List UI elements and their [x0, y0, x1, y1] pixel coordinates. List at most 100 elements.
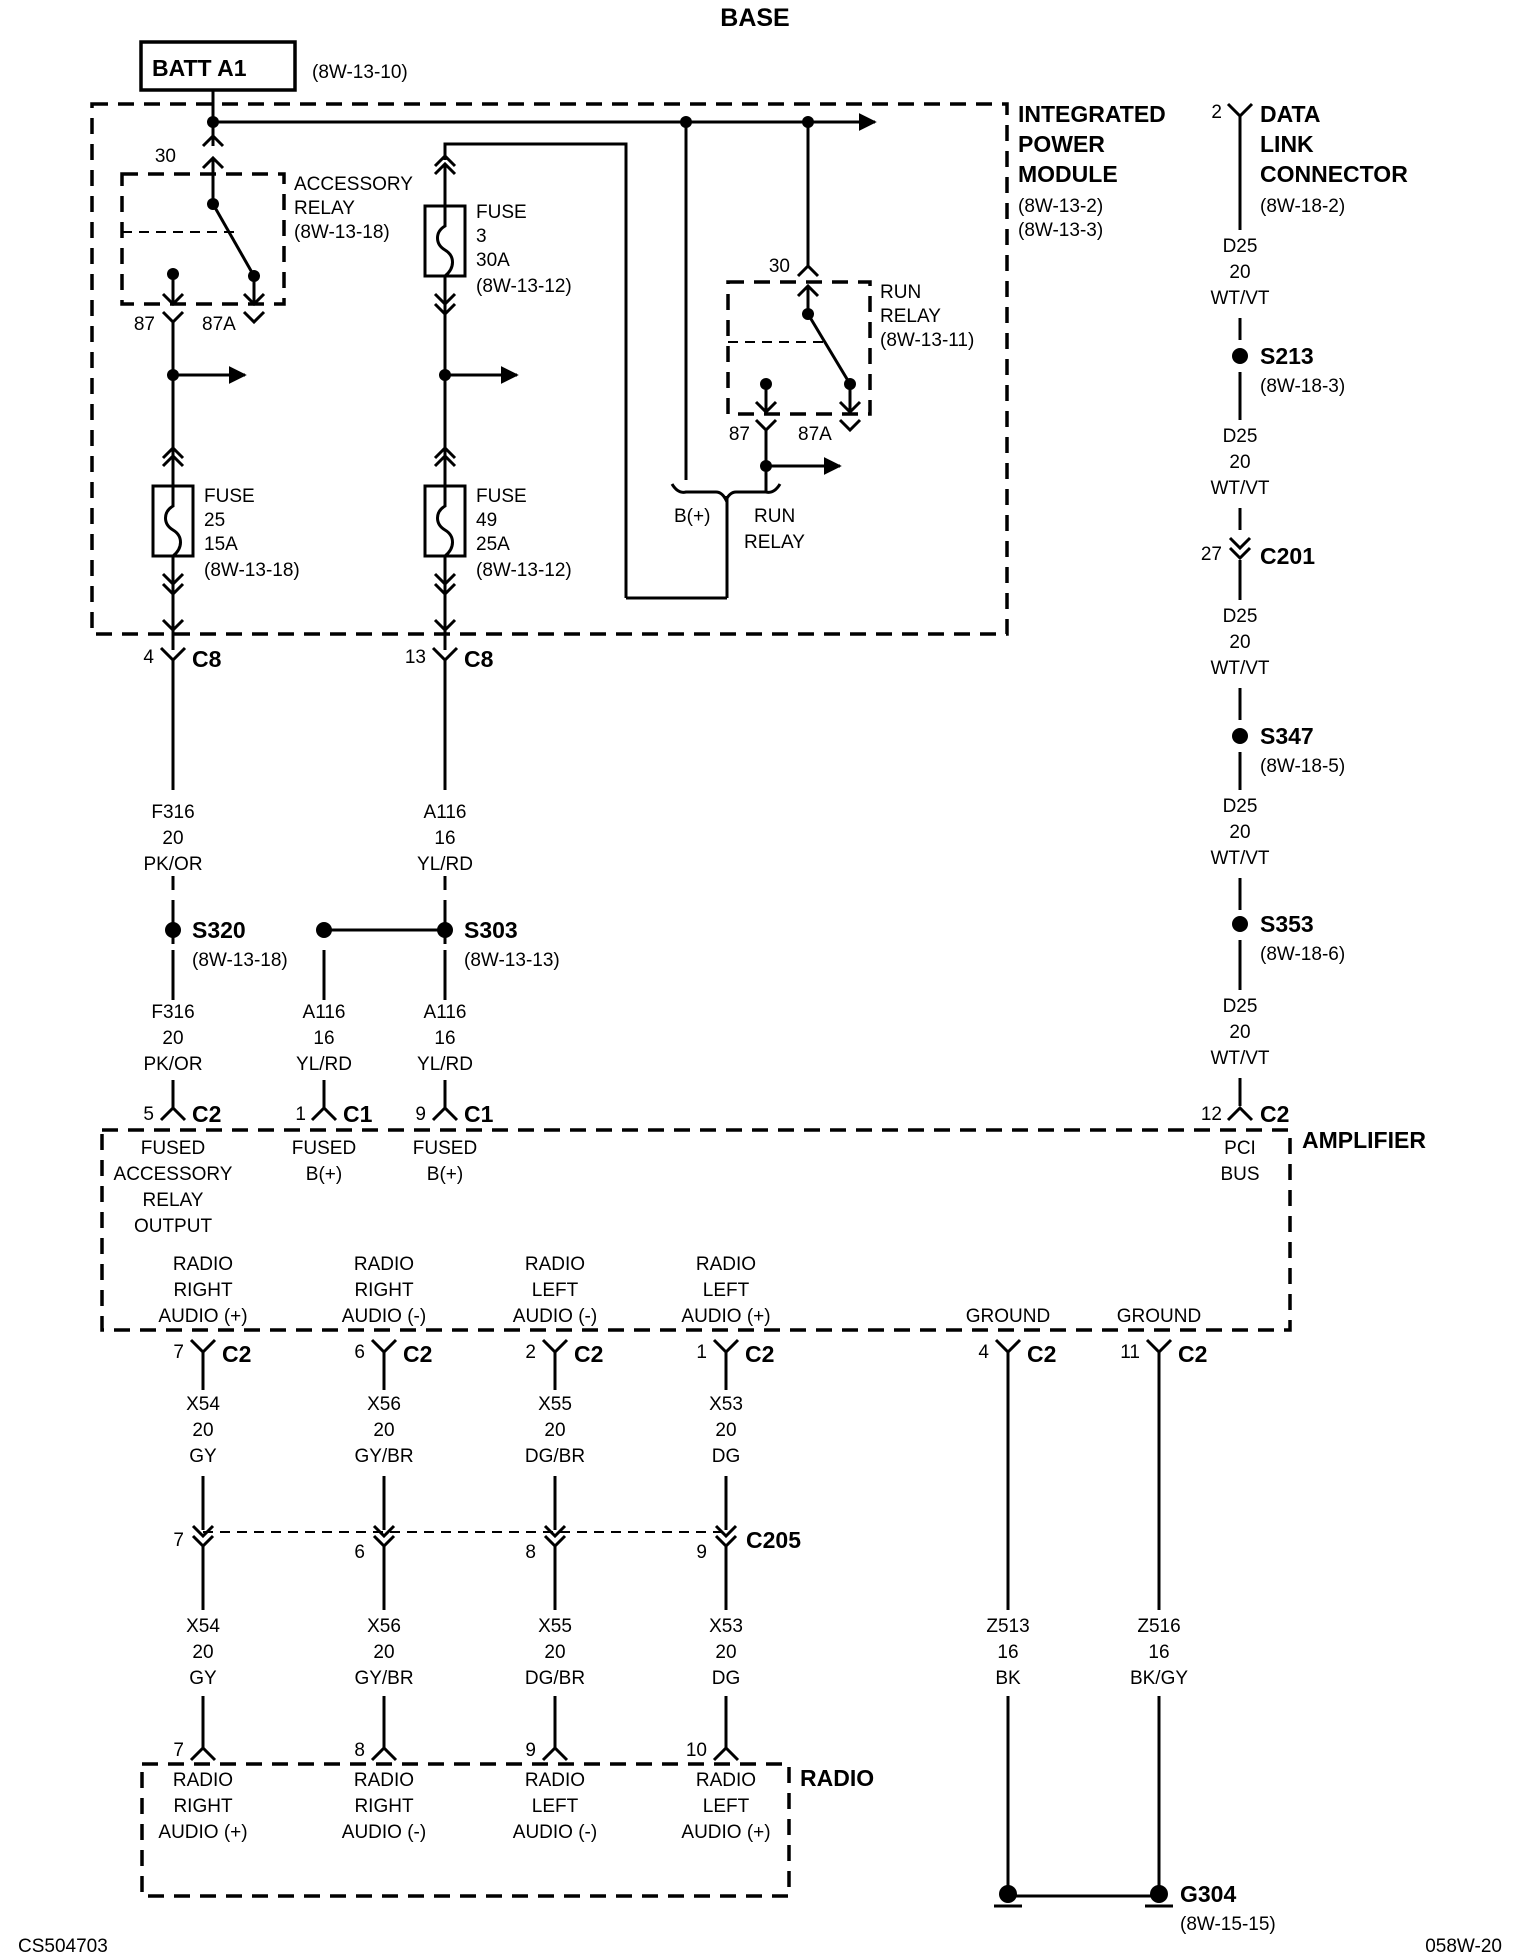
c8-pin-13: 13 C8: [405, 646, 494, 672]
svg-text:20: 20: [1229, 1022, 1250, 1043]
svg-text:S347: S347: [1260, 723, 1314, 749]
fuse-3-label: FUSE 3 30A (8W-13-12): [476, 202, 572, 297]
acc-relay-pin-87a: 87A: [202, 314, 236, 335]
svg-text:6: 6: [354, 1542, 365, 1563]
amp-input-pin-1: 1 C1: [295, 1101, 372, 1127]
connector-c201: 27 C201: [1201, 536, 1315, 569]
svg-text:C1: C1: [343, 1101, 373, 1127]
svg-text:X54: X54: [186, 1394, 220, 1415]
svg-text:20: 20: [715, 1642, 736, 1663]
amp-input-label-fused-b1: FUSED B(+): [292, 1138, 356, 1185]
svg-text:20: 20: [162, 828, 183, 849]
svg-text:AUDIO (+): AUDIO (+): [681, 1822, 770, 1843]
svg-text:DG: DG: [712, 1446, 741, 1467]
svg-text:X53: X53: [709, 1616, 743, 1637]
wire-label-d25-2: D25 20 WT/VT: [1210, 426, 1269, 499]
svg-text:(8W-13-13): (8W-13-13): [464, 950, 560, 971]
svg-text:C201: C201: [1260, 543, 1315, 569]
svg-text:20: 20: [192, 1420, 213, 1441]
radio-pin-10: 10: [686, 1740, 740, 1762]
svg-text:Z513: Z513: [986, 1616, 1029, 1637]
svg-text:BK/GY: BK/GY: [1130, 1668, 1188, 1689]
svg-text:RIGHT: RIGHT: [173, 1280, 233, 1301]
svg-text:20: 20: [192, 1642, 213, 1663]
wire-label-x54-a: X54 20 GY: [186, 1394, 220, 1467]
svg-text:10: 10: [686, 1740, 707, 1761]
svg-text:RADIO: RADIO: [354, 1770, 414, 1791]
svg-text:C2: C2: [222, 1341, 251, 1367]
radio-label-left-plus: RADIO LEFT AUDIO (+): [681, 1770, 770, 1843]
svg-text:25: 25: [204, 510, 225, 531]
svg-text:F316: F316: [151, 1002, 194, 1023]
svg-text:6: 6: [354, 1342, 365, 1363]
svg-text:DATA: DATA: [1260, 101, 1320, 127]
svg-text:C2: C2: [1027, 1341, 1056, 1367]
svg-text:(8W-18-2): (8W-18-2): [1260, 196, 1345, 217]
svg-text:LINK: LINK: [1260, 131, 1314, 157]
splice-s353-dot: [1232, 916, 1248, 932]
svg-text:20: 20: [373, 1420, 394, 1441]
svg-text:16: 16: [1148, 1642, 1169, 1663]
svg-text:RADIO: RADIO: [173, 1254, 233, 1275]
svg-text:RELAY: RELAY: [143, 1190, 204, 1211]
data-link-connector: 2 DATA LINK CONNECTOR (8W-18-2): [1211, 101, 1408, 217]
svg-text:DG: DG: [712, 1668, 741, 1689]
svg-text:C2: C2: [1260, 1101, 1289, 1127]
svg-text:X55: X55: [538, 1394, 572, 1415]
radio-pin-8: 8: [354, 1740, 398, 1762]
fuse-3-feed: [423, 142, 628, 650]
wire-label-z516: Z516 16 BK/GY: [1130, 1616, 1188, 1689]
svg-text:7: 7: [173, 1342, 184, 1363]
svg-text:(8W-13-18): (8W-13-18): [294, 222, 390, 243]
wire-label-f316-b: F316 20 PK/OR: [143, 1002, 202, 1075]
svg-text:GY: GY: [189, 1668, 217, 1689]
battery-bus: [207, 90, 877, 146]
page-title: BASE: [720, 4, 789, 32]
svg-text:2: 2: [525, 1342, 536, 1363]
svg-text:RIGHT: RIGHT: [354, 1796, 414, 1817]
run-relay-pin-87a: 87A: [798, 424, 832, 445]
fuse-49-label: FUSE 49 25A (8W-13-12): [476, 486, 572, 581]
svg-text:C2: C2: [574, 1341, 603, 1367]
svg-text:(8W-13-12): (8W-13-12): [476, 560, 572, 581]
svg-text:WT/VT: WT/VT: [1210, 288, 1269, 309]
amp-output-pin-4: 4 C2: [978, 1338, 1056, 1367]
svg-text:X56: X56: [367, 1616, 401, 1637]
svg-text:RADIO: RADIO: [696, 1254, 756, 1275]
amp-output-pin-2: 2 C2: [525, 1338, 603, 1367]
svg-text:D25: D25: [1223, 426, 1258, 447]
svg-text:LEFT: LEFT: [532, 1280, 579, 1301]
wire-label-z513: Z513 16 BK: [986, 1616, 1029, 1689]
svg-text:RADIO: RADIO: [696, 1770, 756, 1791]
svg-text:X56: X56: [367, 1394, 401, 1415]
svg-text:S353: S353: [1260, 911, 1314, 937]
svg-text:9: 9: [696, 1542, 707, 1563]
radio-pin-9: 9: [525, 1740, 569, 1762]
svg-text:X54: X54: [186, 1616, 220, 1637]
svg-text:BK: BK: [995, 1668, 1021, 1689]
svg-text:YL/RD: YL/RD: [417, 1054, 473, 1075]
svg-text:A116: A116: [303, 1002, 346, 1023]
amp-output-label-ground-1: GROUND: [966, 1306, 1050, 1327]
svg-text:WT/VT: WT/VT: [1210, 848, 1269, 869]
amplifier-box: [100, 1128, 1292, 1332]
svg-text:AUDIO (-): AUDIO (-): [342, 1306, 426, 1327]
svg-text:27: 27: [1201, 544, 1222, 565]
svg-text:49: 49: [476, 510, 497, 531]
radio-label-right-plus: RADIO RIGHT AUDIO (+): [158, 1770, 247, 1843]
ground-g304: G304 (8W-15-15): [994, 1881, 1276, 1935]
amp-output-pin-1: 1 C2: [696, 1338, 774, 1367]
svg-text:AUDIO (-): AUDIO (-): [513, 1822, 597, 1843]
svg-text:AUDIO (-): AUDIO (-): [513, 1306, 597, 1327]
battery-ref: (8W-13-10): [312, 62, 408, 83]
svg-text:WT/VT: WT/VT: [1210, 478, 1269, 499]
radio-label-left-minus: RADIO LEFT AUDIO (-): [513, 1770, 597, 1843]
amp-output-label-left-plus: RADIO LEFT AUDIO (+): [681, 1254, 770, 1327]
footer-left-code: CS504703: [18, 1936, 108, 1957]
wire-label-x55-a: X55 20 DG/BR: [525, 1394, 585, 1467]
svg-text:(8W-15-15): (8W-15-15): [1180, 1914, 1276, 1935]
svg-text:POWER: POWER: [1018, 131, 1105, 157]
amp-input-pin-5: 5 C2: [143, 1101, 221, 1127]
amp-output-label-ground-2: GROUND: [1117, 1306, 1201, 1327]
